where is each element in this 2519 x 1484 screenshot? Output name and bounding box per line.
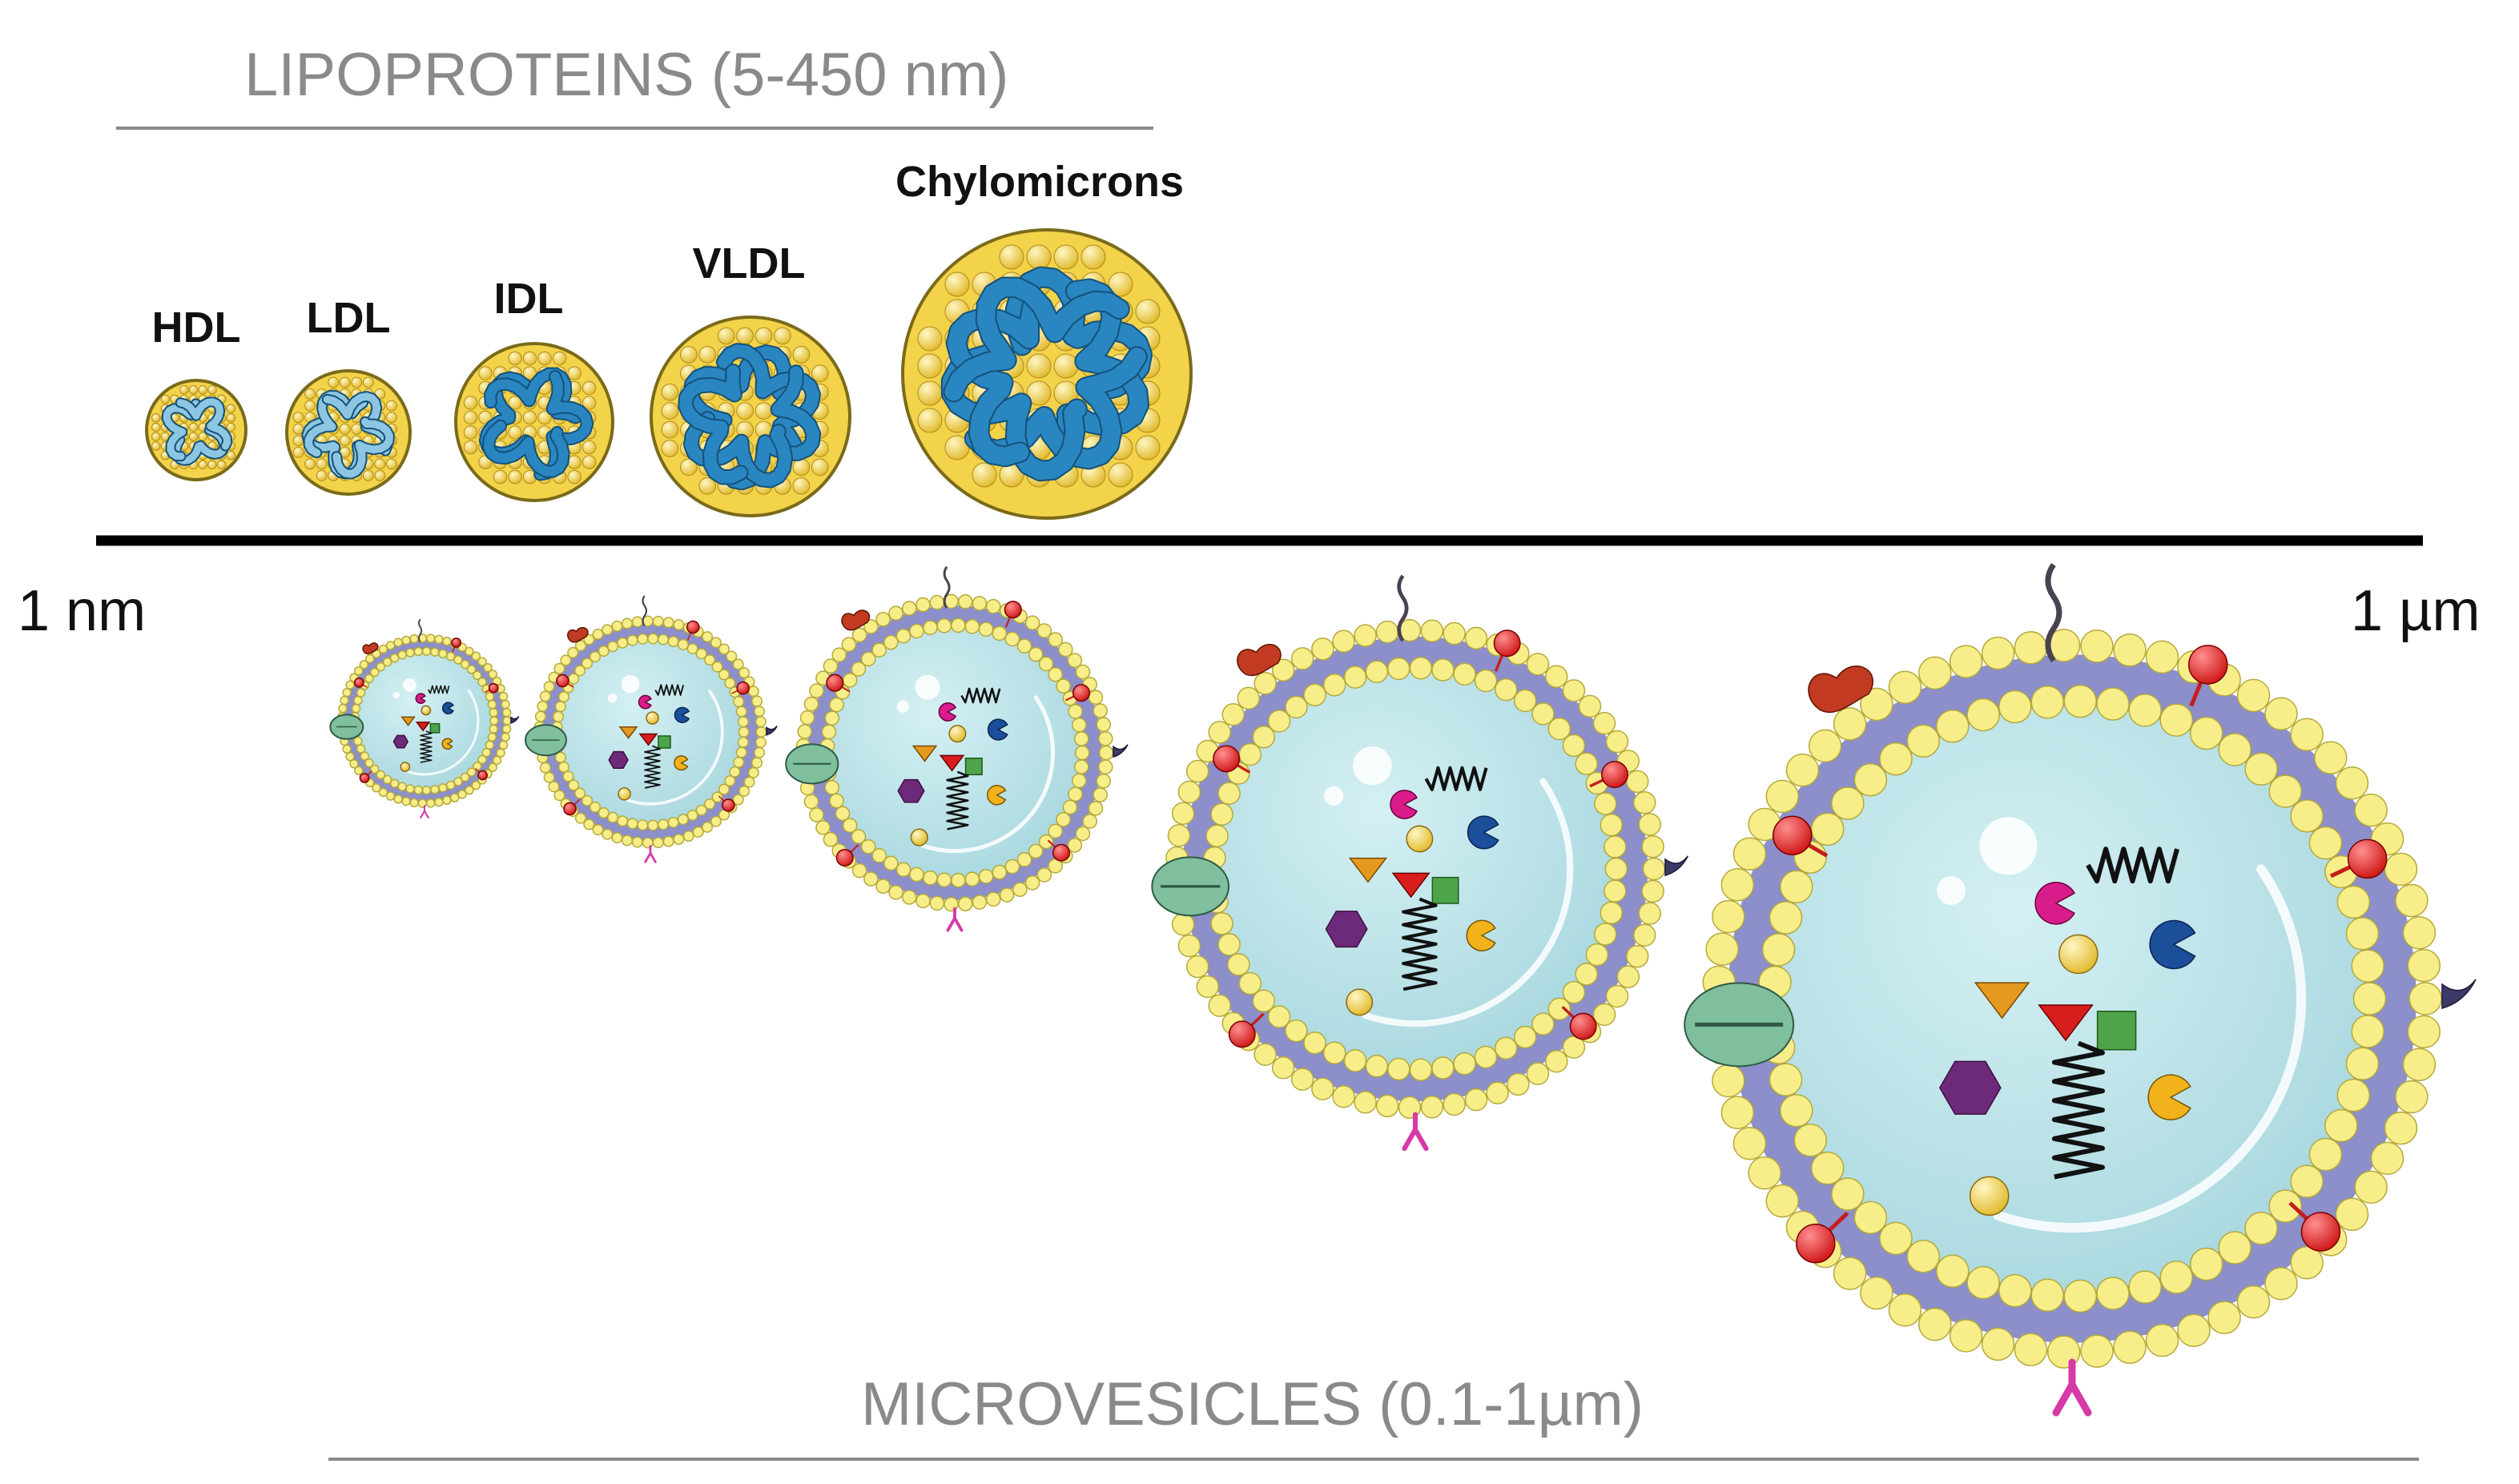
membrane-proteins: [1684, 562, 2477, 1417]
microvesicle-cargo: [897, 687, 1008, 847]
lipoprotein-label-vldl: VLDL: [692, 239, 806, 288]
microvesicle-5: [1684, 562, 2477, 1417]
lipoprotein-particles: [145, 228, 1193, 520]
scale-max-label: 1 µm: [2351, 579, 2481, 643]
microvesicle-2: [525, 595, 778, 863]
lipoprotein-label-chylomicrons: Chylomicrons: [895, 158, 1185, 206]
microvesicle-cargo: [1325, 766, 1499, 1016]
microvesicle-cargo: [1938, 847, 2196, 1217]
microvesicle-1: [329, 618, 520, 818]
lipoprotein-vldl: [650, 316, 851, 517]
scale-min-label: 1 nm: [18, 579, 147, 643]
lipoprotein-label-idl: IDL: [493, 275, 564, 323]
microvesicle-3: [785, 565, 1129, 932]
microvesicle-cargo: [608, 684, 690, 801]
lipoprotein-label-hdl: HDL: [151, 304, 241, 352]
lipoprotein-ldl: [285, 369, 412, 496]
membrane-proteins: [785, 565, 1129, 932]
microvesicles-title: MICROVESICLES (0.1-1µm): [861, 1370, 1644, 1438]
microvesicle-4: [1151, 574, 1689, 1152]
lipoproteins-title: LIPOPROTEINS (5-450 nm): [244, 41, 1009, 109]
lipoprotein-chylomicrons: [901, 228, 1193, 520]
membrane-proteins: [525, 595, 778, 863]
microvesicle-cargo: [392, 685, 454, 772]
lipoprotein-hdl: [145, 379, 247, 481]
membrane-proteins: [329, 618, 520, 818]
microvesicle-particles: [329, 562, 2477, 1417]
membrane-proteins: [1151, 574, 1689, 1152]
lipoprotein-label-ldl: LDL: [306, 294, 391, 342]
lipoprotein-idl: [454, 342, 614, 502]
